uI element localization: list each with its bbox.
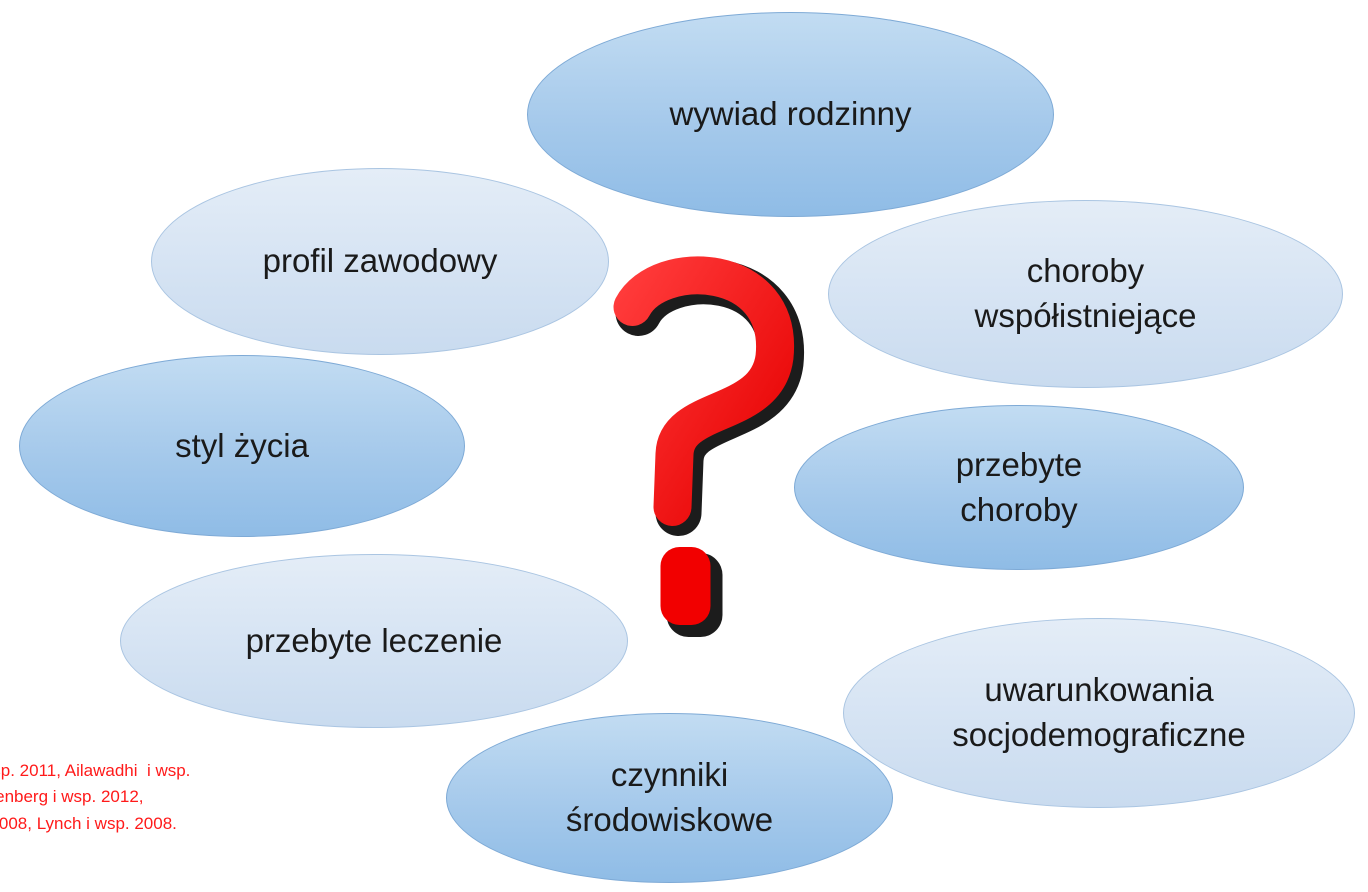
bubble-label: przebyte choroby (955, 445, 1083, 528)
citation-text: wsp. 2011, Ailawadhi i wsp. reenberg i w… (0, 758, 190, 837)
bubble-professional-profile: profil zawodowy (151, 168, 609, 355)
citation-line: . 2008, Lynch i wsp. 2008. (0, 813, 177, 833)
bubble-label: wywiad rodzinny (669, 95, 912, 133)
bubble-label: czynniki środowiskowe (565, 756, 774, 838)
question-mark-icon (613, 256, 804, 637)
bubble-family-history: wywiad rodzinny (527, 12, 1054, 217)
bubble-label: przebyte leczenie (245, 621, 503, 659)
citation-line: reenberg i wsp. 2012, (0, 787, 144, 807)
bubble-past-diseases: przebyte choroby (794, 405, 1244, 570)
bubble-label: profil zawodowy (262, 242, 498, 280)
bubble-label: styl życia (175, 426, 309, 464)
question-mark-stroke (613, 256, 794, 526)
question-mark-dot (660, 547, 711, 625)
bubble-label: uwarunkowania socjodemograficzne (952, 671, 1246, 753)
bubble-label: choroby współistniejące (974, 252, 1197, 334)
bubble-comorbidities: choroby współistniejące (828, 200, 1343, 388)
citation-line: wsp. 2011, Ailawadhi i wsp. (0, 761, 191, 780)
bubble-sociodemographic-factors: uwarunkowania socjodemograficzne (843, 618, 1355, 808)
bubble-past-treatment: przebyte leczenie (120, 554, 628, 728)
bubble-lifestyle: styl życia (19, 355, 465, 537)
bubble-environmental-factors: czynniki środowiskowe (446, 713, 893, 883)
